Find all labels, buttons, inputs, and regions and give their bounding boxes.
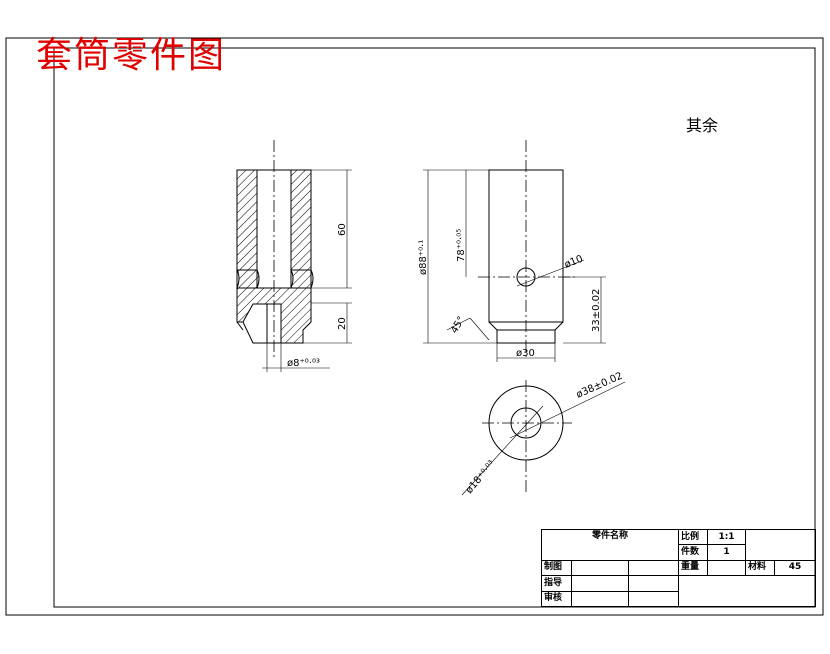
- check-label: 审核: [541, 590, 572, 608]
- guide-date-cell: [628, 575, 679, 592]
- dim-spigot-dia: ø30: [516, 348, 535, 359]
- roughness-note: 其余: [686, 116, 719, 135]
- page-title: 套筒零件图: [36, 35, 227, 76]
- check-name-cell: [571, 590, 629, 608]
- check-date-cell: [628, 590, 679, 608]
- scale-value: 1:1: [707, 528, 746, 546]
- qty-label: 件数: [678, 544, 708, 561]
- dim-bore-dia: ø8⁺⁰·⁰³: [287, 358, 320, 369]
- guide-label: 指导: [541, 575, 572, 592]
- section-view: [236, 140, 352, 372]
- school-cell: [678, 575, 816, 607]
- qty-value: 1: [707, 544, 746, 561]
- dim-height-33: 33±0.02: [591, 289, 602, 332]
- dim-hole-dia-10: ø10: [563, 254, 585, 271]
- dim-circle-18: ø18⁺⁰·⁰³: [464, 459, 498, 496]
- inner-border: [53, 47, 816, 608]
- weight-label: 重量: [678, 559, 708, 577]
- dim-outer-dia: ø88⁺⁰·¹: [418, 240, 429, 275]
- front-view: [423, 140, 606, 362]
- guide-name-cell: [571, 575, 629, 592]
- drawn-name-cell: [571, 559, 629, 577]
- dim-length-78: 78⁺⁰·⁰⁵: [456, 229, 467, 262]
- drawn-date-cell: [628, 559, 679, 577]
- title-block: 零件名称 比例 1:1 件数 1 制图 重量 材料 45 指导 审核: [541, 528, 816, 608]
- dim-20: 20: [337, 317, 348, 330]
- drawn-label: 制图: [541, 559, 572, 577]
- part-name-label: 零件名称: [541, 529, 679, 561]
- dim-chamfer: 45°: [449, 315, 467, 336]
- dim-60: 60: [337, 223, 348, 236]
- weight-value: [707, 559, 746, 577]
- scale-label: 比例: [678, 528, 708, 546]
- material-label: 材料: [745, 559, 775, 577]
- drawing-number-cell: [745, 529, 816, 561]
- material-value: 45: [774, 559, 816, 577]
- top-view: [461, 380, 626, 496]
- outer-border: [5, 37, 824, 616]
